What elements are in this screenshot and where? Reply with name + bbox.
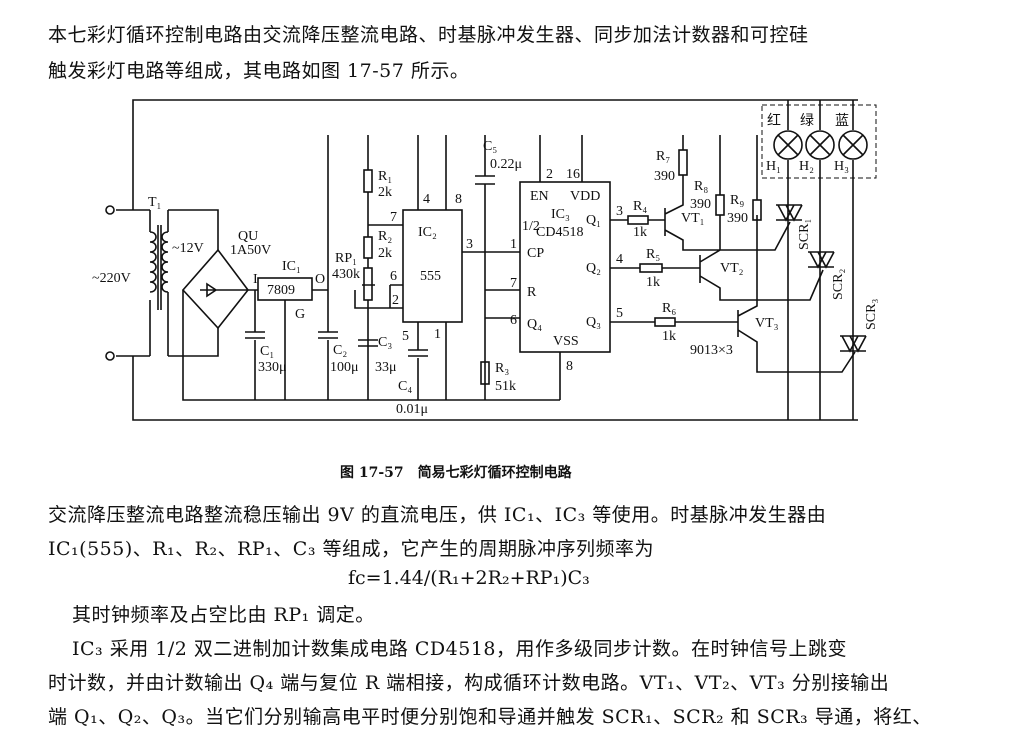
paragraph-line: IC₁(555)、R₁、R₂、RP₁、C₃ 等组成，它产生的周期脉冲序列频率为	[48, 538, 654, 560]
svg-text:33μ: 33μ	[375, 360, 397, 375]
svg-text:390: 390	[727, 211, 748, 226]
paragraph-line: 时计数，并由计数输出 Q₄ 端与复位 R 端相接，构成循环计数电路。VT₁、VT…	[48, 672, 890, 694]
svg-text:H₃: H₃	[834, 159, 849, 174]
svg-text:Q₁: Q₁	[586, 213, 601, 228]
svg-text:R₉: R₉	[730, 193, 744, 208]
svg-text:7: 7	[510, 276, 517, 291]
svg-text:1A50V: 1A50V	[230, 243, 271, 258]
svg-text:C₁: C₁	[260, 344, 274, 359]
svg-text:R₃: R₃	[495, 361, 509, 376]
svg-text:16: 16	[566, 167, 580, 182]
svg-text:390: 390	[690, 197, 711, 212]
svg-text:2k: 2k	[378, 185, 392, 200]
svg-text:R₅: R₅	[646, 247, 660, 262]
svg-text:I: I	[253, 272, 258, 287]
svg-text:C₂: C₂	[333, 343, 347, 358]
svg-text:H₂: H₂	[799, 159, 814, 174]
svg-text:VDD: VDD	[570, 189, 600, 204]
svg-text:IC₂: IC₂	[418, 225, 437, 240]
svg-text:H₁: H₁	[766, 159, 781, 174]
svg-text:0.22μ: 0.22μ	[490, 157, 522, 172]
svg-text:O: O	[315, 272, 325, 287]
svg-text:Q₃: Q₃	[586, 315, 601, 330]
svg-text:555: 555	[420, 269, 441, 284]
svg-text:5: 5	[402, 329, 409, 344]
svg-text:430k: 430k	[332, 267, 360, 282]
svg-text:红: 红	[767, 113, 781, 129]
svg-text:C₃: C₃	[378, 335, 392, 350]
svg-text:R₄: R₄	[633, 199, 647, 214]
svg-text:1k: 1k	[646, 275, 660, 290]
svg-text:100μ: 100μ	[330, 360, 359, 375]
svg-text:C₅: C₅	[483, 139, 497, 154]
svg-text:7: 7	[390, 210, 397, 225]
paragraph-line: 端 Q₁、Q₂、Q₃。当它们分别输高电平时便分别饱和导通并触发 SCR₁、SCR…	[48, 706, 932, 728]
svg-text:SCR₂: SCR₂	[831, 269, 846, 300]
svg-text:IC₃: IC₃	[551, 207, 570, 222]
svg-text:6: 6	[510, 313, 517, 328]
svg-text:5: 5	[616, 306, 623, 321]
svg-text:~12V: ~12V	[172, 241, 204, 256]
svg-text:VT₃: VT₃	[755, 316, 779, 331]
paragraph-line: IC₃ 采用 1/2 双二进制加计数集成电路 CD4518，用作多级同步计数。在…	[72, 638, 848, 660]
svg-text:2: 2	[546, 167, 553, 182]
svg-text:R₆: R₆	[662, 301, 676, 316]
svg-text:G: G	[295, 307, 305, 322]
svg-text:1k: 1k	[633, 225, 647, 240]
svg-text:SCR₁: SCR₁	[797, 219, 812, 250]
svg-text:Q₄: Q₄	[527, 317, 542, 332]
svg-text:~220V: ~220V	[92, 271, 131, 286]
svg-text:3: 3	[616, 204, 623, 219]
svg-text:1k: 1k	[662, 329, 676, 344]
svg-text:1/2: 1/2	[522, 219, 540, 234]
svg-text:C₄: C₄	[398, 379, 412, 394]
svg-text:R₂: R₂	[378, 229, 392, 244]
svg-text:蓝: 蓝	[835, 113, 849, 129]
paragraph-line: 其时钟频率及占空比由 RP₁ 调定。	[72, 604, 375, 626]
svg-text:Q₂: Q₂	[586, 261, 601, 276]
svg-text:CP: CP	[527, 246, 544, 261]
svg-text:VT₁: VT₁	[681, 211, 705, 226]
svg-text:7809: 7809	[267, 283, 295, 298]
circuit-diagram: ~220V T₁ ~12V QU 1A50V IC₁ 7809 I O G C₁…	[92, 99, 879, 421]
svg-text:R₇: R₇	[656, 149, 670, 164]
svg-text:2k: 2k	[378, 246, 392, 261]
svg-text:330μ: 330μ	[258, 360, 287, 375]
svg-text:2: 2	[392, 293, 399, 308]
svg-text:390: 390	[654, 169, 675, 184]
svg-text:51k: 51k	[495, 379, 516, 394]
svg-text:QU: QU	[238, 229, 258, 244]
svg-text:6: 6	[390, 269, 397, 284]
svg-text:8: 8	[455, 192, 462, 207]
paragraph-line: 触发彩灯电路等组成，其电路如图 17-57 所示。	[48, 60, 470, 82]
formula: fc=1.44/(R₁+2R₂+RP₁)C₃	[348, 567, 590, 589]
svg-text:3: 3	[466, 237, 473, 252]
svg-text:T₁: T₁	[148, 195, 161, 210]
svg-text:9013×3: 9013×3	[690, 343, 733, 358]
svg-text:SCR₃: SCR₃	[864, 299, 879, 330]
svg-text:R₁: R₁	[378, 169, 392, 184]
svg-text:R: R	[527, 285, 537, 300]
figure-caption: 图 17-57 简易七彩灯循环控制电路	[340, 465, 572, 481]
svg-text:绿: 绿	[800, 113, 814, 129]
svg-text:1: 1	[510, 237, 517, 252]
svg-text:EN: EN	[530, 189, 549, 204]
paragraph-line: 本七彩灯循环控制电路由交流降压整流电路、时基脉冲发生器、同步加法计数器和可控硅	[48, 24, 809, 46]
svg-text:0.01μ: 0.01μ	[396, 402, 428, 417]
svg-text:VSS: VSS	[553, 334, 579, 349]
diagram-labels: ~220V T₁ ~12V QU 1A50V IC₁ 7809 I O G C₁…	[92, 113, 879, 417]
svg-text:IC₁: IC₁	[282, 259, 301, 274]
svg-text:4: 4	[616, 252, 623, 267]
svg-text:8: 8	[566, 359, 573, 374]
paragraph-line: 交流降压整流电路整流稳压输出 9V 的直流电压，供 IC₁、IC₃ 等使用。时基…	[48, 504, 827, 526]
svg-text:4: 4	[423, 192, 430, 207]
svg-text:VT₂: VT₂	[720, 261, 744, 276]
svg-text:R₈: R₈	[694, 179, 708, 194]
svg-text:1: 1	[434, 327, 441, 342]
svg-text:RP₁: RP₁	[335, 251, 357, 266]
svg-text:CD4518: CD4518	[536, 225, 583, 240]
